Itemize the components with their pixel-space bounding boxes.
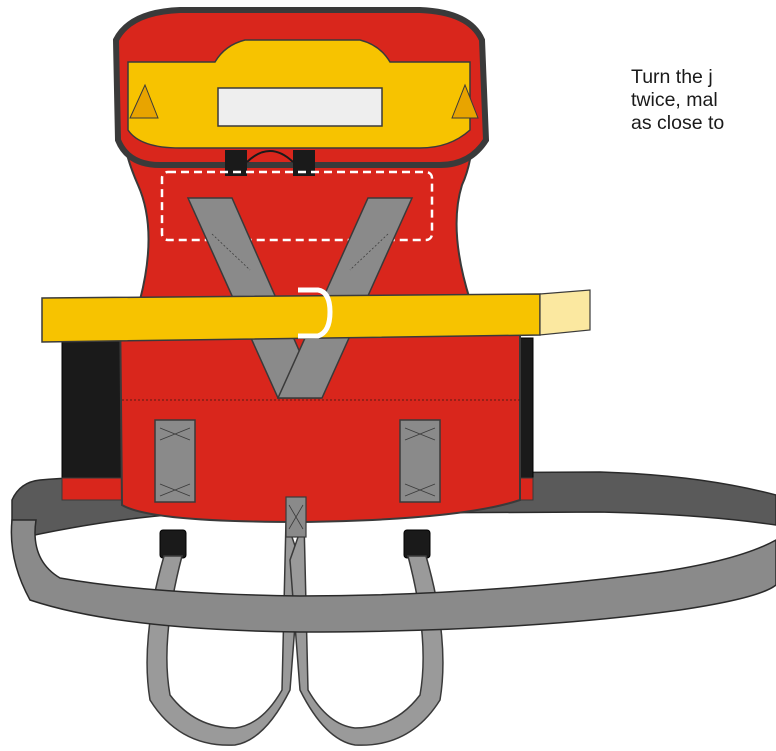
left-side-red-strip — [62, 478, 130, 500]
instruction-line-1: Turn the j — [631, 66, 776, 89]
right-buckle — [404, 530, 430, 558]
instruction-line-3: as close to — [631, 112, 776, 135]
instruction-line-2: twice, mal — [631, 89, 776, 112]
label-window — [218, 88, 382, 126]
yellow-waist-strap — [42, 294, 540, 342]
left-buckle — [160, 530, 186, 558]
waist-belt-front — [11, 520, 776, 632]
instruction-text: Turn the j twice, mal as close to — [631, 66, 776, 146]
yellow-strap-end — [540, 290, 590, 335]
